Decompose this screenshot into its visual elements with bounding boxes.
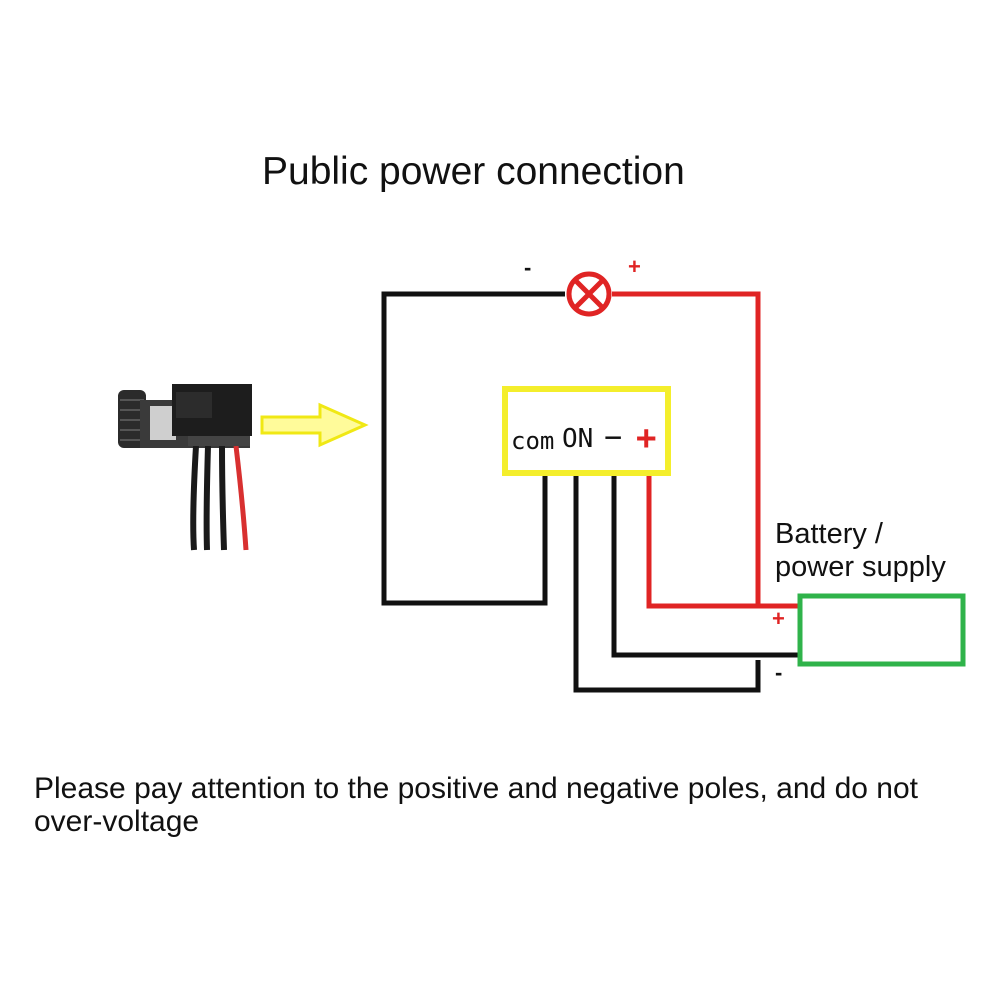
supply-plus-label: + [772, 606, 785, 631]
terminal-com-label: com [511, 427, 555, 455]
page-title: Public power connection [262, 150, 685, 193]
relay-module-photo [118, 384, 252, 551]
module-black-wire-3 [219, 445, 227, 551]
arrow-icon [260, 402, 369, 448]
lamp-minus-label: - [524, 255, 532, 280]
wire-module-minus-to-supply [611, 472, 800, 658]
supply-minus-label: - [775, 660, 783, 685]
terminal-plus-label: + [636, 418, 657, 458]
module-red-wire [233, 445, 249, 551]
warning-note: Please pay attention to the positive and… [34, 772, 918, 838]
lamp-icon [566, 271, 612, 317]
power-supply-label-line1: Battery / [775, 518, 883, 550]
module-terminal-box [502, 386, 671, 476]
power-supply-box [797, 593, 966, 667]
lamp-plus-label: + [628, 254, 641, 279]
wire-lamp-plus-to-supply [612, 291, 800, 609]
power-supply-label-line2: power supply [775, 551, 946, 583]
terminal-minus-label: − [604, 420, 623, 455]
terminal-on-label: ON [562, 424, 594, 454]
module-black-wire-1 [190, 445, 199, 551]
wire-lamp-to-com [381, 291, 565, 606]
module-black-wire-2 [203, 445, 211, 551]
wire-module-plus [646, 472, 758, 609]
power-supply-label: Battery / power supply [775, 518, 946, 584]
wire-on-to-supply-minus [573, 472, 761, 693]
